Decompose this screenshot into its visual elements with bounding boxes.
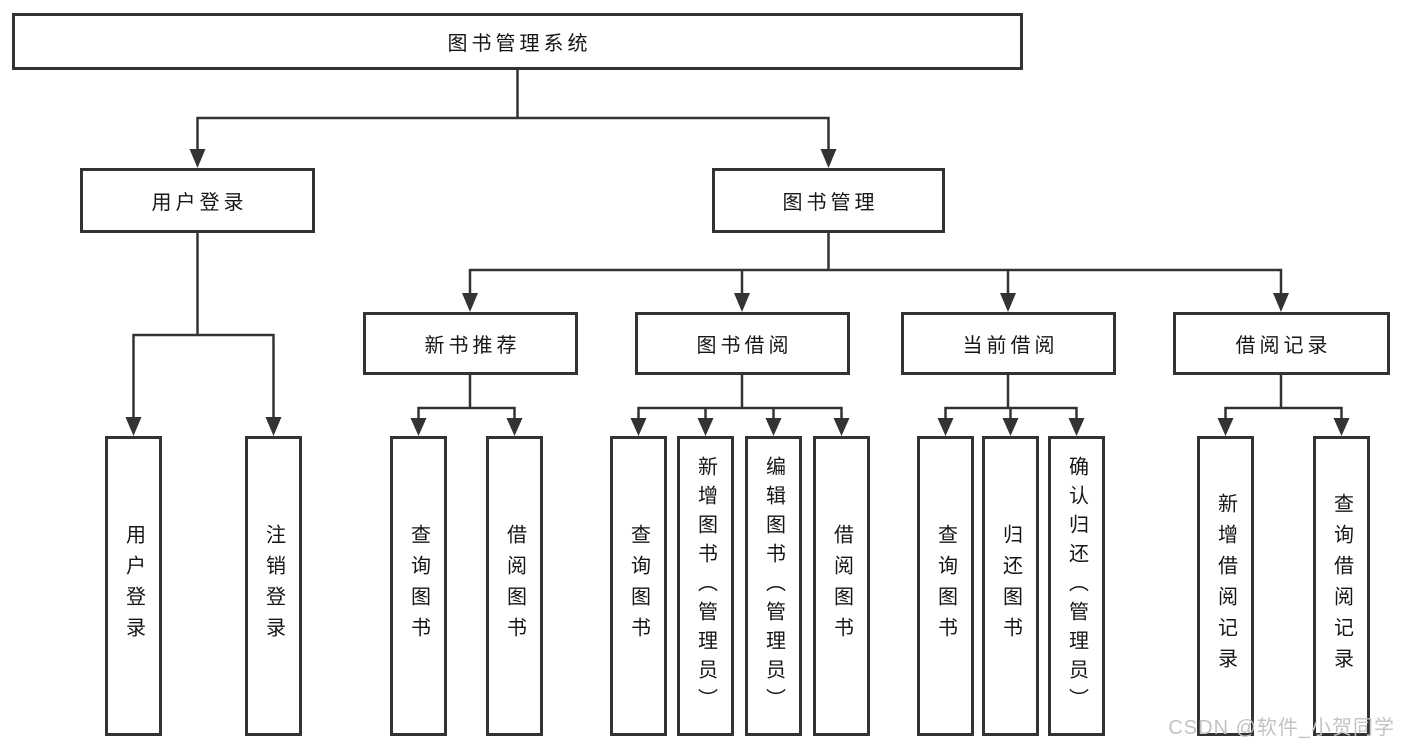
- arrowhead-icon: [833, 418, 850, 436]
- node-root: 图书管理系统: [12, 13, 1023, 70]
- connector-book-borrowing-branch: [630, 375, 850, 436]
- node-leaf-borrow-book-a: 借阅图书: [486, 436, 543, 736]
- node-leaf-edit-book-admin: 编辑图书（管理员）: [745, 436, 802, 736]
- arrowhead-icon: [462, 293, 478, 312]
- node-current-borrowing: 当前借阅: [901, 312, 1116, 375]
- arrowhead-icon: [125, 417, 142, 436]
- node-leaf-return-book: 归还图书: [982, 436, 1039, 736]
- node-leaf-user-login: 用户登录: [105, 436, 162, 736]
- arrowhead-icon: [410, 418, 427, 436]
- connector-user-login-branch: [125, 232, 282, 436]
- csdn-watermark: CSDN @软件_小贺同学: [1168, 717, 1395, 739]
- node-leaf-query-book-a: 查询图书: [390, 436, 447, 736]
- arrowhead-icon: [1002, 418, 1019, 436]
- node-book-borrowing: 图书借阅: [635, 312, 850, 375]
- node-leaf-query-borrow-record: 查询借阅记录: [1313, 436, 1370, 736]
- node-leaf-confirm-return-admin: 确认归还（管理员）: [1048, 436, 1105, 736]
- arrowhead-icon: [937, 418, 954, 436]
- arrowhead-icon: [697, 418, 714, 436]
- connector-book-management-branch: [462, 232, 1289, 312]
- arrowhead-icon: [189, 149, 206, 168]
- arrowhead-icon: [265, 417, 282, 436]
- connector-root-branch: [189, 69, 837, 168]
- node-leaf-add-book-admin: 新增图书（管理员）: [677, 436, 734, 736]
- arrowhead-icon: [1068, 418, 1085, 436]
- arrowhead-icon: [820, 149, 837, 168]
- node-user-login: 用户登录: [80, 168, 315, 233]
- arrowhead-icon: [1333, 418, 1350, 436]
- node-leaf-logout: 注销登录: [245, 436, 302, 736]
- node-leaf-borrow-book-b: 借阅图书: [813, 436, 870, 736]
- node-book-management: 图书管理: [712, 168, 945, 233]
- node-leaf-query-book-b: 查询图书: [610, 436, 667, 736]
- arrowhead-icon: [1217, 418, 1234, 436]
- node-leaf-query-book-c: 查询图书: [917, 436, 974, 736]
- arrowhead-icon: [506, 418, 523, 436]
- arrowhead-icon: [630, 418, 647, 436]
- node-leaf-add-borrow-record: 新增借阅记录: [1197, 436, 1254, 736]
- node-new-book-recommend: 新书推荐: [363, 312, 578, 375]
- arrowhead-icon: [765, 418, 782, 436]
- connector-borrowing-records-branch: [1217, 375, 1350, 436]
- arrowhead-icon: [1273, 293, 1289, 312]
- arrowhead-icon: [1000, 293, 1016, 312]
- connector-new-book-recommend-branch: [410, 375, 523, 436]
- arrowhead-icon: [734, 293, 750, 312]
- connector-current-borrowing-branch: [937, 375, 1085, 436]
- node-borrowing-records: 借阅记录: [1173, 312, 1390, 375]
